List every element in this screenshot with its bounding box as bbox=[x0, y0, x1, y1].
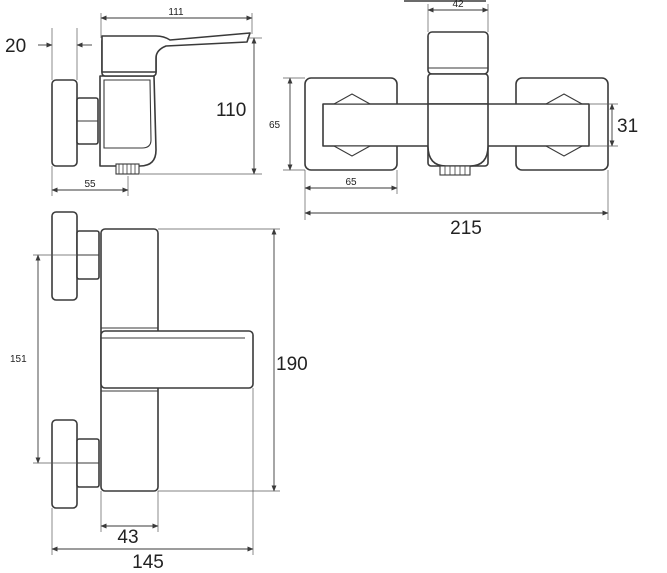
top-view: 42 65 31 65 215 bbox=[269, 0, 638, 239]
dim-top-bar-height: 31 bbox=[617, 116, 638, 137]
dim-front-center-distance: 151 bbox=[10, 354, 27, 365]
top-left-hex-nut bbox=[331, 93, 373, 105]
front-lower-flange bbox=[51, 419, 78, 509]
side-lever-handle bbox=[101, 32, 251, 73]
dim-top-flange-height: 65 bbox=[269, 120, 281, 131]
dim-side-bottom-width: 55 bbox=[84, 179, 96, 190]
front-upper-flange bbox=[51, 211, 78, 301]
dim-front-body-width: 43 bbox=[117, 527, 138, 548]
top-right-hex-nut bbox=[543, 93, 585, 105]
dim-top-total-width: 215 bbox=[450, 218, 482, 239]
front-lever-handle bbox=[100, 330, 254, 389]
dim-side-offset: 20 bbox=[5, 36, 26, 57]
side-outlet-thread bbox=[115, 163, 140, 175]
dim-top-flange-width: 65 bbox=[345, 177, 357, 188]
dim-front-total-width: 145 bbox=[132, 552, 164, 573]
side-wall-flange bbox=[51, 79, 78, 167]
dim-front-height: 190 bbox=[276, 354, 308, 375]
dim-side-height: 110 bbox=[216, 100, 246, 121]
front-view: 151 190 43 145 bbox=[10, 211, 308, 573]
dim-side-top-width: 111 bbox=[168, 7, 184, 18]
side-view: 111 20 110 55 bbox=[5, 7, 262, 196]
dim-top-cartridge-width: 42 bbox=[452, 0, 464, 10]
